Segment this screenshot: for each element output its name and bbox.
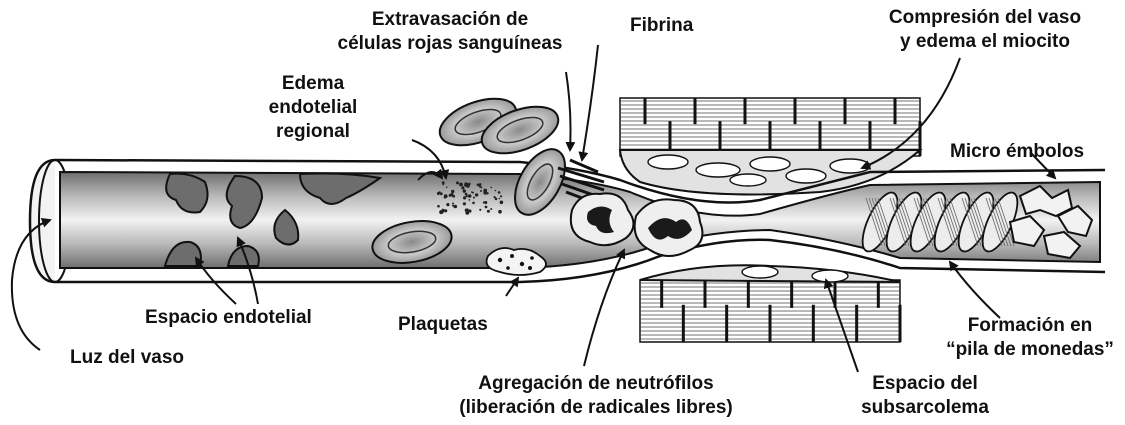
muscle-fibers-bottom — [640, 280, 900, 342]
label-agregacion-line2: (liberación de radicales libres) — [440, 396, 752, 420]
label-extravasacion-line1: Extravasación de — [330, 8, 570, 32]
label-formacion-line1: Formación en — [935, 314, 1125, 338]
label-microembolos: Micro émbolos — [950, 140, 1084, 164]
vessel-open-end — [30, 160, 55, 282]
label-espacio-sub-line2: subsarcolema — [845, 396, 1005, 420]
label-espacio-subsarcolema: Espacio del subsarcolema — [845, 372, 1005, 420]
label-formacion: Formación en “pila de monedas” — [935, 314, 1125, 362]
label-edema: Edema endotelial regional — [258, 72, 368, 144]
label-extravasacion: Extravasación de células rojas sanguínea… — [330, 8, 570, 56]
label-fibrina: Fibrina — [630, 14, 693, 38]
label-luz-vaso: Luz del vaso — [70, 346, 184, 370]
label-edema-line2: endotelial — [258, 96, 368, 120]
label-agregacion-line1: Agregación de neutrófilos — [440, 372, 752, 396]
label-compresion: Compresión del vaso y edema el miocito — [850, 6, 1120, 54]
label-plaquetas: Plaquetas — [398, 313, 488, 337]
label-compresion-line1: Compresión del vaso — [850, 6, 1120, 30]
label-edema-line1: Edema — [258, 72, 368, 96]
label-espacio-endotelial: Espacio endotelial — [145, 306, 312, 330]
label-edema-line3: regional — [258, 120, 368, 144]
label-formacion-line2: “pila de monedas” — [935, 338, 1125, 362]
muscle-fibers-top — [620, 98, 920, 156]
label-extravasacion-line2: células rojas sanguíneas — [330, 32, 570, 56]
label-agregacion: Agregación de neutrófilos (liberación de… — [440, 372, 752, 420]
label-espacio-sub-line1: Espacio del — [845, 372, 1005, 396]
label-compresion-line2: y edema el miocito — [850, 30, 1120, 54]
